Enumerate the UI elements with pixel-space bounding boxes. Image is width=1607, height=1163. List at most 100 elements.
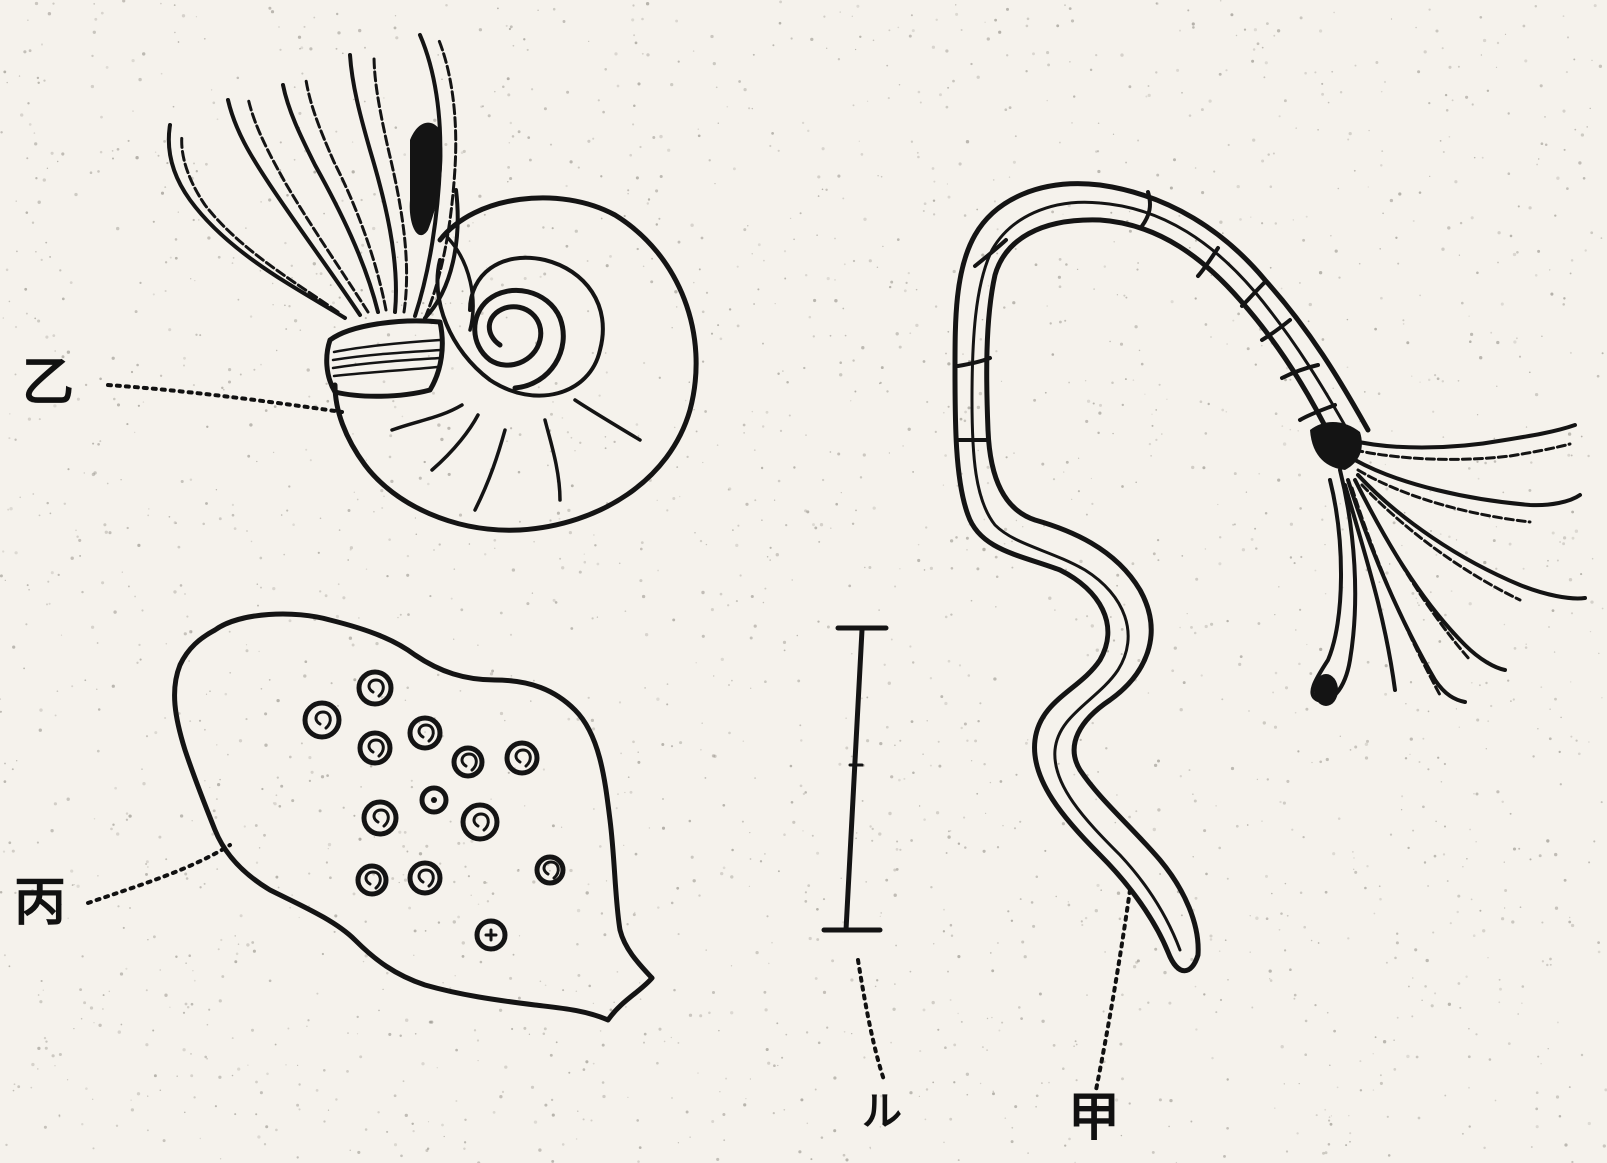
paper-speck [1134,325,1137,328]
paper-speck [1093,402,1095,404]
paper-speck [1411,1015,1413,1017]
paper-speck [1087,654,1090,657]
paper-speck [912,471,914,473]
paper-speck [1508,1042,1511,1045]
paper-speck [1490,332,1492,334]
paper-speck [789,414,791,416]
paper-speck [923,818,926,821]
paper-speck [106,66,109,69]
paper-speck [686,1111,689,1114]
paper-speck [854,391,856,393]
paper-speck [1035,263,1038,266]
paper-speck [951,567,954,570]
paper-speck [864,567,865,568]
paper-speck [1493,438,1495,440]
paper-speck [831,959,834,962]
paper-speck [1442,380,1444,382]
paper-speck [567,718,570,721]
paper-speck [1305,708,1308,711]
paper-speck [91,626,94,629]
paper-speck [128,585,130,587]
paper-speck [28,589,30,591]
paper-speck [1039,993,1042,996]
paper-speck [1192,26,1195,29]
paper-speck [260,201,262,203]
paper-speck [1036,875,1039,878]
paper-speck [830,527,832,529]
paper-speck [1237,313,1240,316]
paper-speck [1578,752,1581,755]
paper-speck [328,848,329,849]
paper-speck [1174,646,1177,649]
paper-speck [862,800,864,802]
paper-speck [977,720,979,722]
paper-speck [792,579,793,580]
paper-speck [1251,1007,1253,1009]
paper-speck [939,93,942,96]
paper-speck [1226,411,1228,413]
paper-speck [354,492,355,493]
paper-speck [1299,1083,1300,1084]
paper-speck [1298,663,1301,666]
paper-speck [650,280,653,283]
paper-speck [1549,958,1552,961]
paper-speck [945,49,948,52]
paper-speck [1484,462,1487,465]
paper-speck [880,912,882,914]
paper-speck [1274,726,1277,729]
paper-speck [37,842,39,844]
paper-speck [163,140,166,143]
paper-speck [336,615,339,618]
paper-speck [1262,47,1264,49]
paper-speck [493,1111,496,1114]
paper-speck [966,537,969,540]
paper-speck [1218,562,1221,565]
paper-speck [116,832,119,835]
paper-speck [200,1138,201,1139]
paper-speck [232,1037,234,1039]
paper-speck [1405,703,1406,704]
paper-speck [490,277,493,280]
paper-speck [100,116,103,119]
paper-speck [1444,614,1447,617]
paper-speck [373,193,376,196]
paper-speck [892,1008,895,1011]
paper-speck [1581,1054,1583,1056]
paper-speck [783,1109,785,1111]
paper-speck [813,299,816,302]
paper-speck [416,534,418,536]
paper-speck [183,357,186,360]
paper-speck [782,370,783,371]
paper-speck [1471,682,1473,684]
paper-speck [1281,1045,1284,1048]
paper-speck [59,269,61,271]
paper-speck [378,813,380,815]
paper-speck [754,625,757,628]
paper-speck [14,1083,16,1085]
paper-speck [673,989,676,992]
paper-speck [1166,399,1167,400]
paper-speck [1076,1079,1078,1081]
paper-speck [265,1125,268,1128]
paper-speck [602,1044,605,1047]
paper-speck [1450,922,1452,924]
paper-speck [773,1112,775,1114]
paper-speck [1263,76,1265,78]
paper-speck [987,482,989,484]
paper-speck [138,405,140,407]
paper-speck [1152,1151,1155,1154]
paper-speck [1443,151,1445,153]
paper-speck [365,921,367,923]
paper-speck [1251,538,1254,541]
paper-speck [1159,1098,1162,1101]
paper-speck [1069,7,1072,10]
paper-speck [955,4,956,5]
paper-speck [671,902,674,905]
paper-speck [838,58,840,60]
paper-speck [690,224,693,227]
paper-speck [147,1095,148,1096]
paper-speck [1332,852,1335,855]
paper-speck [1501,917,1504,920]
paper-speck [896,868,899,871]
paper-speck [986,1049,988,1051]
